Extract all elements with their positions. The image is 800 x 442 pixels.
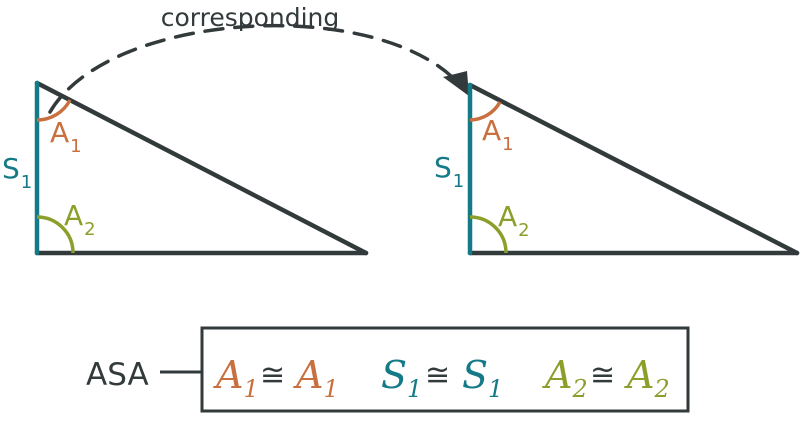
left-a2-label: A2	[64, 199, 96, 240]
left-triangle: A1 S1 A2	[2, 80, 369, 256]
svg-text:S1: S1	[381, 353, 422, 403]
congruence-symbol: ≅	[425, 358, 450, 393]
left-angle-a1-arc	[36, 99, 72, 122]
right-a2-label: A2	[498, 200, 530, 241]
congruence-pair-a1: A1 ≅ A1	[213, 353, 339, 403]
right-triangle-hypotenuse	[467, 82, 800, 256]
asa-label: ASA	[86, 357, 149, 393]
right-triangle: A1 S1 A2	[434, 82, 800, 256]
left-s1-label: S1	[2, 152, 32, 193]
congruence-pair-a2: A2 ≅ A2	[542, 353, 670, 403]
corresponding-arrow	[48, 23, 462, 114]
right-angle-a1-arc	[469, 101, 502, 122]
right-a1-label: A1	[482, 114, 514, 155]
left-triangle-hypotenuse	[34, 80, 369, 256]
congruence-pair-s1: S1 ≅ S1	[381, 353, 503, 403]
congruence-symbol: ≅	[260, 358, 285, 393]
left-angle-a2-arc	[36, 215, 75, 254]
left-a1-label: A1	[50, 116, 82, 157]
right-s1-label: S1	[434, 151, 464, 192]
svg-text:A1: A1	[213, 353, 259, 403]
congruence-symbol: ≅	[590, 358, 615, 393]
svg-text:A1: A1	[293, 353, 339, 403]
svg-text:A2: A2	[542, 353, 588, 403]
svg-text:A2: A2	[624, 353, 670, 403]
asa-congruence-box	[200, 326, 690, 413]
arrow-head-icon	[443, 71, 469, 96]
right-angle-a2-arc	[469, 215, 508, 254]
svg-text:S1: S1	[462, 353, 503, 403]
